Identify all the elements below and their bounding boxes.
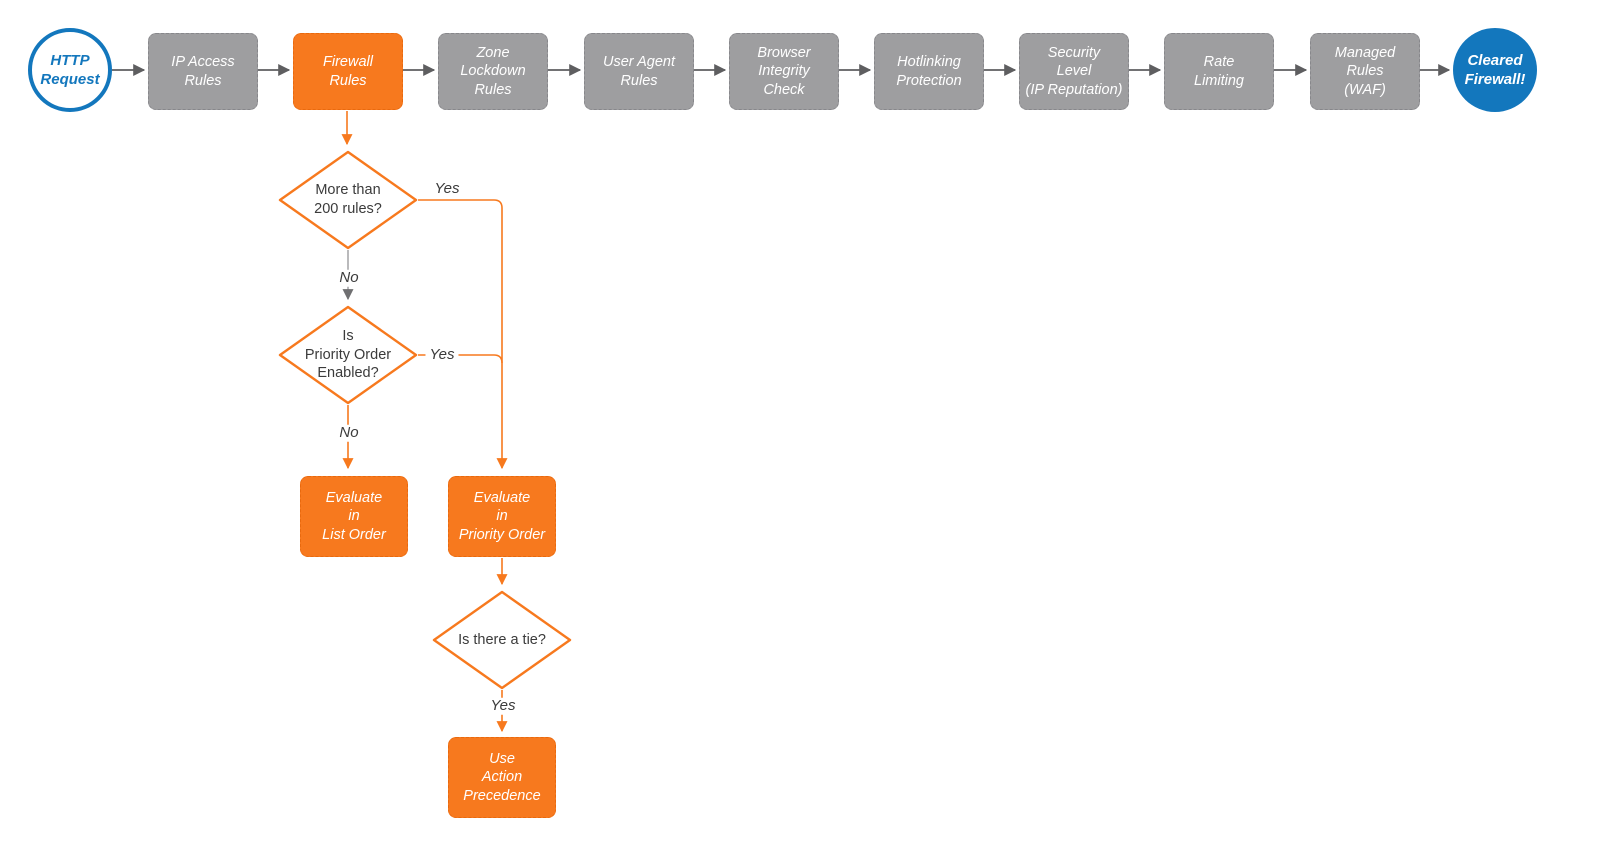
connector-priority-enabled-yes-join	[418, 354, 503, 364]
diamond-shape	[278, 150, 418, 250]
node-managed-rules: Managed Rules (WAF)	[1310, 33, 1420, 110]
edge-label-priority-enabled-yes: Yes	[425, 346, 459, 364]
node-firewall-rules: Firewall Rules	[293, 33, 403, 110]
node-evaluate-priority-order: Evaluate in Priority Order	[448, 476, 556, 557]
node-http-request: HTTP Request	[28, 28, 112, 112]
node-ip-access-rules: IP Access Rules	[148, 33, 258, 110]
node-zone-lockdown-rules: Zone Lockdown Rules	[438, 33, 548, 110]
edge-label-more-than-200-no: No	[335, 269, 363, 287]
edge-label-priority-enabled-no: No	[335, 424, 363, 442]
diamond-shape	[432, 590, 572, 690]
edge-label-more-than-200-yes: Yes	[430, 180, 464, 198]
node-evaluate-list-order: Evaluate in List Order	[300, 476, 408, 557]
node-decision-is-there-a-tie: Is there a tie?	[432, 590, 572, 690]
node-decision-priority-order-enabled: Is Priority Order Enabled?	[278, 305, 418, 405]
edge-label-tie-yes: Yes	[486, 697, 520, 715]
decision-label: Is Priority Order Enabled?	[304, 328, 392, 382]
node-rate-limiting: Rate Limiting	[1164, 33, 1274, 110]
connector-200rules-yes-to-priority-box	[418, 199, 508, 470]
node-user-agent-rules: User Agent Rules	[584, 33, 694, 110]
node-security-level: Security Level (IP Reputation)	[1019, 33, 1129, 110]
node-browser-integrity-check: Browser Integrity Check	[729, 33, 839, 110]
node-decision-more-than-200-rules: More than 200 rules?	[278, 150, 418, 250]
node-cleared-firewall: Cleared Firewall!	[1453, 28, 1537, 112]
decision-label: Is there a tie?	[458, 631, 546, 648]
diamond-shape	[278, 305, 418, 405]
node-use-action-precedence: Use Action Precedence	[448, 737, 556, 818]
node-hotlinking-protection: Hotlinking Protection	[874, 33, 984, 110]
decision-label: More than 200 rules?	[314, 182, 382, 217]
